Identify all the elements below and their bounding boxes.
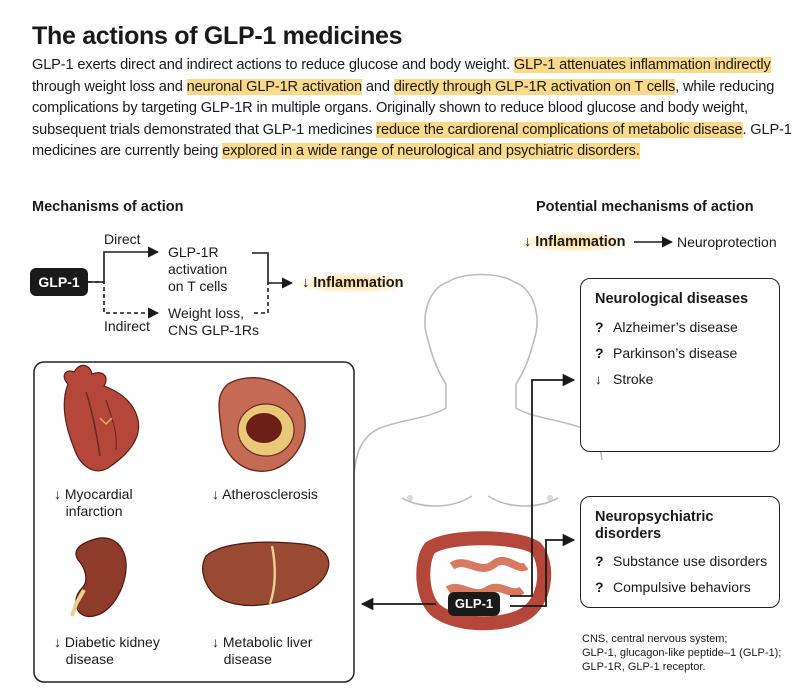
list-item-label: Compulsive behaviors xyxy=(613,579,751,595)
organ-label-atherosclerosis: ↓ Atherosclerosis xyxy=(212,486,318,503)
organ-label-text: Atherosclerosis xyxy=(222,486,318,502)
organ-label-liver: ↓ Metabolic liver disease xyxy=(212,634,312,668)
activation-label: GLP-1R activation on T cells xyxy=(168,244,227,295)
neurological-title: Neurological diseases xyxy=(595,291,749,307)
list-item: ? Substance use disorders xyxy=(595,553,767,569)
potential-inflammation: ↓ Inflammation xyxy=(520,232,630,252)
down-arrow-icon: ↓ xyxy=(302,275,310,291)
activation-line-2: activation xyxy=(168,261,228,277)
page-title: The actions of GLP-1 medicines xyxy=(32,22,403,50)
list-item-label: Stroke xyxy=(613,371,654,387)
neuropsychiatric-title: Neuropsychiatric disorders xyxy=(595,509,713,543)
list-item-label: Parkinson’s disease xyxy=(613,345,738,361)
footnote-line-3: GLP-1R, GLP-1 receptor. xyxy=(582,661,706,673)
intro-highlight-4: reduce the cardiorenal complications of … xyxy=(376,121,743,138)
list-item-label: Substance use disorders xyxy=(613,553,768,569)
potential-inflammation-label: Inflammation xyxy=(535,234,626,250)
activation-line-1: GLP-1R xyxy=(168,244,219,260)
list-item: ? Compulsive behaviors xyxy=(595,579,751,595)
organ-label-text: Metabolic liver xyxy=(222,634,313,650)
question-mark-icon: ? xyxy=(595,553,604,569)
gut-glp1-badge: GLP-1 xyxy=(448,592,500,616)
intro-text-3: and xyxy=(362,78,394,95)
list-item: ? Alzheimer’s disease xyxy=(595,319,738,335)
inflammation-result: ↓ Inflammation xyxy=(298,273,408,293)
mechanism-flow-lines xyxy=(88,236,674,319)
question-mark-icon: ? xyxy=(595,319,604,335)
liver-illustration xyxy=(202,541,330,607)
down-arrow-icon: ↓ xyxy=(524,234,532,250)
neuroprotection-label: Neuroprotection xyxy=(677,234,777,250)
intro-highlight-1: GLP-1 attenuates inflammation indirectly xyxy=(513,57,771,73)
list-item: ? Parkinson’s disease xyxy=(595,345,737,361)
down-arrow-icon: ↓ xyxy=(54,634,61,650)
down-arrow-icon: ↓ xyxy=(212,634,219,650)
intro-highlight-3: directly through GLP-1R activation on T … xyxy=(393,78,676,95)
neurological-diseases-box: Neurological diseases ? Alzheimer’s disea… xyxy=(580,278,780,452)
indirect-label: Indirect xyxy=(104,318,150,334)
neuropsychiatric-title-line-1: Neuropsychiatric xyxy=(595,509,714,525)
intestine-illustration xyxy=(416,531,552,631)
intro-text-2: through weight loss and xyxy=(32,78,187,95)
gut-connector-lines xyxy=(360,373,576,611)
organ-label-kidney: ↓ Diabetic kidney disease xyxy=(54,634,160,668)
kidney-illustration xyxy=(70,537,127,618)
weight-line-1: Weight loss, xyxy=(168,305,244,321)
nipple-right xyxy=(547,495,553,501)
intro-paragraph: GLP-1 exerts direct and indirect actions… xyxy=(32,55,792,163)
organ-label-text: infarction xyxy=(65,503,123,519)
down-arrow-icon: ↓ xyxy=(54,486,61,502)
intro-highlight-5: explored in a wide range of neurological… xyxy=(222,143,640,159)
heart-illustration xyxy=(63,364,140,472)
list-item-label: Alzheimer’s disease xyxy=(613,319,738,335)
organ-label-text: disease xyxy=(223,651,272,667)
nipple-left xyxy=(407,495,413,501)
down-arrow-icon: ↓ xyxy=(212,486,219,502)
artery-illustration xyxy=(218,377,306,472)
intro-text-1: GLP-1 exerts direct and indirect actions… xyxy=(32,57,514,73)
weight-loss-label: Weight loss, CNS GLP-1Rs xyxy=(168,305,259,339)
question-mark-icon: ? xyxy=(595,579,604,595)
down-arrow-icon: ↓ xyxy=(595,371,602,387)
organ-label-text: disease xyxy=(65,651,114,667)
mechanisms-heading: Mechanisms of action xyxy=(32,199,184,215)
intro-highlight-2: neuronal GLP-1R activation xyxy=(186,78,362,95)
organ-label-text: Myocardial xyxy=(64,486,133,502)
list-item: ↓ Stroke xyxy=(595,371,653,387)
organ-label-text: Diabetic kidney xyxy=(64,634,160,650)
footnote: CNS, central nervous system; GLP-1, gluc… xyxy=(582,632,792,674)
organ-label-myocardial: ↓ Myocardial infarction xyxy=(54,486,133,520)
human-torso-outline xyxy=(351,273,603,640)
potential-mechanisms-heading: Potential mechanisms of action xyxy=(536,199,754,215)
activation-line-3: on T cells xyxy=(168,278,228,294)
glp1-badge: GLP-1 xyxy=(30,268,88,296)
neuropsychiatric-disorders-box: Neuropsychiatric disorders ? Substance us… xyxy=(580,496,780,608)
neuropsychiatric-title-line-2: disorders xyxy=(595,526,662,542)
direct-label: Direct xyxy=(104,231,141,247)
footnote-line-1: CNS, central nervous system; xyxy=(582,633,728,645)
inflammation-label: Inflammation xyxy=(313,275,404,291)
intro-text-4: , while reducing complications by target… xyxy=(32,78,775,138)
footnote-line-2: GLP-1, glucagon-like peptide–1 (GLP-1); xyxy=(582,647,782,659)
weight-line-2: CNS GLP-1Rs xyxy=(168,322,260,338)
intro-text-5: . GLP-1 medicines are currently being xyxy=(32,121,792,160)
question-mark-icon: ? xyxy=(595,345,604,361)
